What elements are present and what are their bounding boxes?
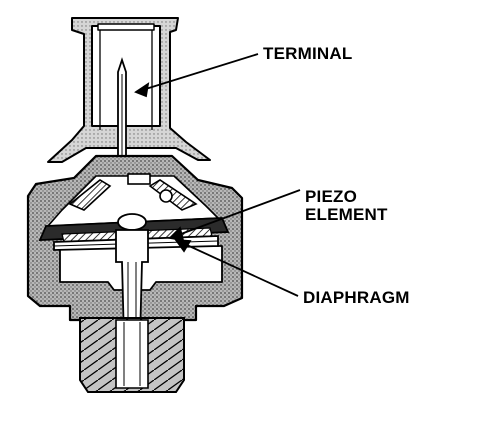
- piezo-arrowhead: [168, 226, 185, 242]
- diaphragm-arrowhead: [174, 238, 192, 253]
- diaphragm-label: DIAPHRAGM: [303, 288, 410, 307]
- piezo-label-line2: ELEMENT: [305, 205, 388, 224]
- piezo-label-line1: PIEZO: [305, 187, 358, 206]
- piezo-leader: [169, 189, 301, 239]
- piezo-element: [38, 213, 230, 243]
- terminal-arrowhead: [134, 82, 150, 98]
- leader-lines: [134, 53, 301, 297]
- terminal-label: TERMINAL: [263, 44, 353, 63]
- terminal-leader: [135, 53, 259, 93]
- diaphragm-leader: [175, 239, 299, 297]
- seal-insulator: [68, 173, 198, 211]
- terminal-connector: [47, 17, 211, 163]
- threaded-fitting: [79, 317, 185, 393]
